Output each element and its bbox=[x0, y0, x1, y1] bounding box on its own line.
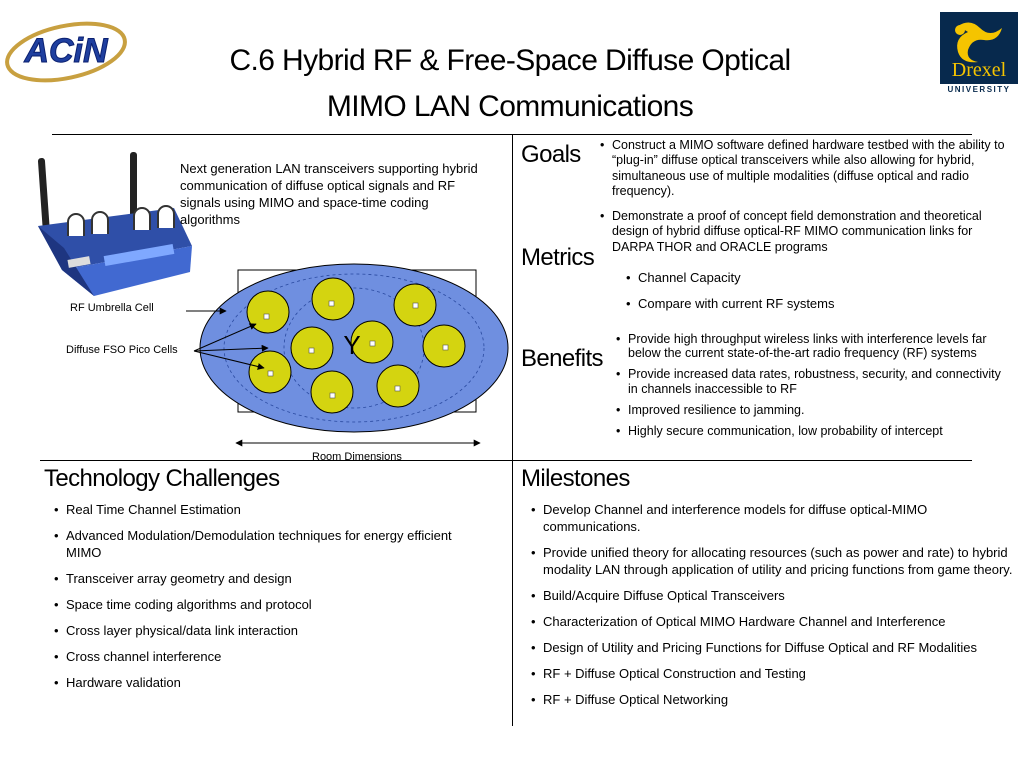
list-item: Channel Capacity bbox=[626, 270, 1006, 286]
drexel-logo-subtext: UNIVERSITY bbox=[947, 85, 1010, 94]
list-item: Hardware validation bbox=[54, 674, 474, 691]
list-item: Cross channel interference bbox=[54, 648, 474, 665]
slide-title: C.6 Hybrid RF & Free-Space Diffuse Optic… bbox=[150, 38, 870, 130]
metrics-list: Channel Capacity Compare with current RF… bbox=[626, 270, 1006, 312]
milestones-list: Develop Channel and interference models … bbox=[531, 501, 1017, 708]
slide-title-line1: C.6 Hybrid RF & Free-Space Diffuse Optic… bbox=[229, 44, 791, 77]
list-item: Space time coding algorithms and protoco… bbox=[54, 596, 474, 613]
acin-logo: ACiN bbox=[2, 14, 130, 86]
list-item: Transceiver array geometry and design bbox=[54, 570, 474, 587]
list-item: Characterization of Optical MIMO Hardwar… bbox=[531, 613, 1017, 630]
router-illustration bbox=[34, 150, 194, 300]
list-item: RF + Diffuse Optical Construction and Te… bbox=[531, 665, 1017, 682]
room-diagram: Y bbox=[196, 262, 512, 458]
label-arrows bbox=[160, 300, 280, 380]
list-item: Cross layer physical/data link interacti… bbox=[54, 622, 474, 639]
acin-logo-text: ACiN bbox=[23, 32, 109, 70]
list-item: Construct a MIMO software defined hardwa… bbox=[600, 138, 1016, 199]
list-item: RF + Diffuse Optical Networking bbox=[531, 691, 1017, 708]
slide-title-line2: MIMO LAN Communications bbox=[326, 90, 694, 123]
center-divider bbox=[512, 134, 513, 726]
benefits-heading: Benefits bbox=[521, 345, 604, 372]
list-item: Provide increased data rates, robustness… bbox=[616, 367, 1010, 395]
drexel-logo-text: Drexel bbox=[952, 59, 1007, 81]
fso-pico-label: Diffuse FSO Pico Cells bbox=[66, 344, 178, 356]
list-item: Design of Utility and Pricing Functions … bbox=[531, 639, 1017, 656]
list-item: Compare with current RF systems bbox=[626, 296, 1006, 312]
list-item: Highly secure communication, low probabi… bbox=[616, 424, 1010, 438]
list-item: Build/Acquire Diffuse Optical Transceive… bbox=[531, 587, 1017, 604]
list-item: Demonstrate a proof of concept field dem… bbox=[600, 209, 1016, 255]
challenges-heading: Technology Challenges bbox=[44, 465, 280, 492]
milestones-heading: Milestones bbox=[521, 465, 630, 492]
challenges-list: Real Time Channel Estimation Advanced Mo… bbox=[54, 501, 474, 691]
list-item: Real Time Channel Estimation bbox=[54, 501, 474, 518]
list-item: Develop Channel and interference models … bbox=[531, 501, 1017, 535]
list-item: Improved resilience to jamming. bbox=[616, 403, 1010, 417]
rf-umbrella-label: RF Umbrella Cell bbox=[70, 302, 154, 314]
list-item: Advanced Modulation/Demodulation techniq… bbox=[54, 527, 474, 561]
figure-description: Next generation LAN transceivers support… bbox=[180, 161, 478, 227]
goals-list: Construct a MIMO software defined hardwa… bbox=[600, 138, 1016, 255]
goals-heading: Goals bbox=[521, 141, 581, 168]
benefits-list: Provide high throughput wireless links w… bbox=[616, 332, 1010, 438]
antenna-symbol: Y bbox=[343, 330, 360, 360]
middle-divider bbox=[40, 460, 972, 461]
list-item: Provide high throughput wireless links w… bbox=[616, 332, 1010, 360]
metrics-heading: Metrics bbox=[521, 244, 595, 271]
list-item: Provide unified theory for allocating re… bbox=[531, 544, 1017, 578]
room-dimensions-label: Room Dimensions bbox=[312, 451, 402, 463]
drexel-logo: Drexel UNIVERSITY bbox=[940, 12, 1018, 94]
